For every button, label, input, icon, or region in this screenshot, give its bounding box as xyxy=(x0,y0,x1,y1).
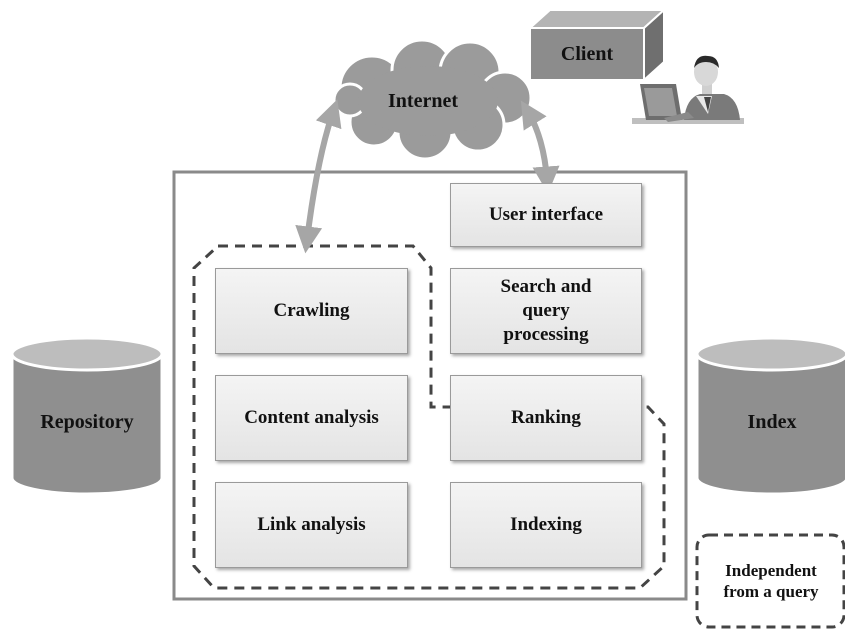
arrow-internet-user-interface xyxy=(520,100,560,194)
repository-label: Repository xyxy=(40,411,134,433)
client-box xyxy=(527,7,667,83)
internet-label: Internet xyxy=(388,90,458,112)
crawling-module: Crawling xyxy=(215,268,408,354)
indexing-module: Indexing xyxy=(450,482,642,568)
person-at-laptop-icon xyxy=(632,55,744,124)
user-interface-module: User interface xyxy=(450,183,642,247)
legend-label: Independent from a query xyxy=(723,561,819,601)
client-label: Client xyxy=(560,43,614,65)
ranking-module: Ranking xyxy=(450,375,642,461)
query-independent-region xyxy=(192,244,666,590)
index-label: Index xyxy=(747,411,797,433)
index-cylinder xyxy=(695,336,845,496)
arrow-internet-crawling xyxy=(295,99,342,254)
search-query-processing-module: Search and query processing xyxy=(450,268,642,354)
content-analysis-module: Content analysis xyxy=(215,375,408,461)
repository-cylinder xyxy=(10,336,164,496)
legend-box xyxy=(695,533,845,629)
link-analysis-module: Link analysis xyxy=(215,482,408,568)
